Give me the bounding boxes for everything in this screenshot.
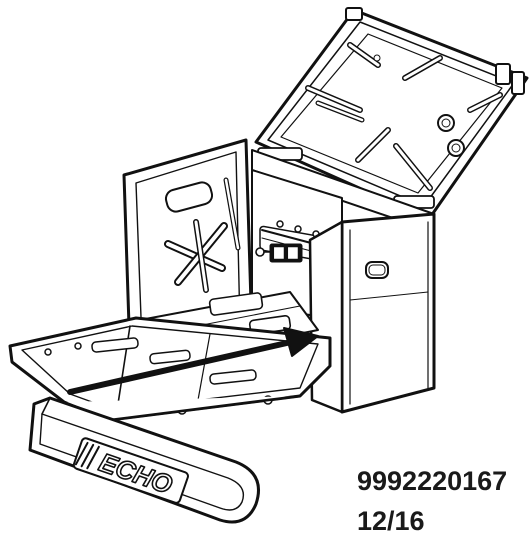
case-body — [308, 212, 436, 414]
case-lid — [254, 7, 529, 221]
part-number: 9992220167 — [357, 466, 508, 496]
revision-date: 12/16 — [357, 506, 425, 536]
insert-arrow-icon — [67, 327, 319, 395]
